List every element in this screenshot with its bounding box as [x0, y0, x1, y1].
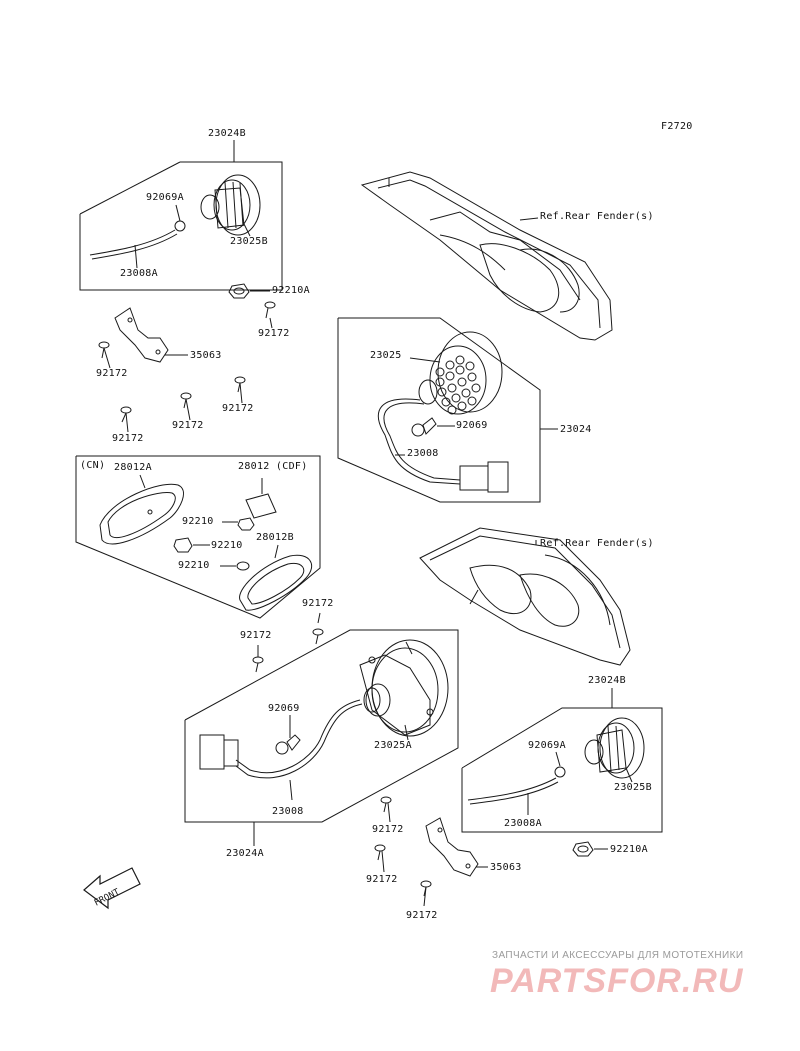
lamp-socket-23025B-low — [584, 717, 645, 783]
rear-fender-upper — [360, 171, 613, 341]
label-23025B-top: 23025B — [230, 236, 268, 247]
lamp-socket-23025 — [409, 331, 503, 415]
screw-92172-g — [252, 645, 264, 673]
label-28012A: 28012A — [114, 462, 152, 473]
label-28012B: 28012B — [256, 532, 294, 543]
box-license-lamp — [75, 455, 321, 619]
bracket-35063-top — [114, 307, 188, 363]
label-92172-e: 92172 — [222, 403, 254, 414]
label-23024B-top: 23024B — [208, 128, 246, 139]
nut-92210A-low — [572, 841, 608, 857]
lens-28012A — [99, 474, 184, 545]
screw-92172-h — [380, 796, 392, 823]
label-23024A: 23024A — [226, 848, 264, 859]
bulb-92069-low — [275, 715, 301, 755]
lens-28012B — [239, 544, 312, 611]
label-92210A-low: 92210A — [610, 844, 648, 855]
box-23024 — [337, 317, 558, 503]
nut-92210-2 — [173, 537, 210, 553]
nut-92210A-top — [228, 283, 270, 299]
box-23024B-low — [461, 688, 663, 833]
label-23024B-low: 23024B — [588, 675, 626, 686]
label-92172-g: 92172 — [240, 630, 272, 641]
label-92172-b: 92172 — [96, 368, 128, 379]
label-92172-f: 92172 — [302, 598, 334, 609]
lamp-socket-23025B-top — [200, 174, 261, 237]
screw-92172-e — [234, 376, 246, 404]
label-92210-3: 92210 — [178, 560, 210, 571]
bulb-92069 — [411, 417, 455, 437]
label-92172-i: 92172 — [366, 874, 398, 885]
label-23008A-low: 23008A — [504, 818, 542, 829]
label-92172-h: 92172 — [372, 824, 404, 835]
label-23025A: 23025A — [374, 740, 412, 751]
label-92069: 92069 — [456, 420, 488, 431]
nut-92210-3 — [220, 561, 250, 571]
label-92172-d: 92172 — [172, 420, 204, 431]
label-23008A-top: 23008A — [120, 268, 158, 279]
label-23008-low: 23008 — [272, 806, 304, 817]
screw-92172-a — [264, 301, 276, 329]
plate-28012-cdf — [245, 478, 277, 519]
label-92210A-top: 92210A — [272, 285, 310, 296]
label-92210-1: 92210 — [182, 516, 214, 527]
label-23025B-low: 23025B — [614, 782, 652, 793]
lamp-socket-23025A — [359, 639, 449, 741]
screw-92172-i — [374, 844, 386, 873]
label-92069-low: 92069 — [268, 703, 300, 714]
screw-92172-c — [120, 406, 132, 433]
rear-fender-lower — [419, 527, 631, 666]
label-35063-low: 35063 — [490, 862, 522, 873]
figure-code: F2720 — [661, 121, 693, 132]
label-35063-top: 35063 — [190, 350, 222, 361]
label-cn: (CN) — [80, 460, 106, 471]
nut-92210-1 — [222, 517, 255, 531]
label-23008: 23008 — [407, 448, 439, 459]
bracket-35063-low — [425, 817, 488, 877]
box-23024A — [184, 629, 459, 846]
label-92172-j: 92172 — [406, 910, 438, 921]
label-23025: 23025 — [370, 350, 402, 361]
bulb-92069A-top — [89, 204, 186, 269]
ref-label-upper: Ref.Rear Fender(s) — [540, 211, 654, 222]
ref-label-lower: Ref.Rear Fender(s) — [540, 538, 654, 549]
front-arrow-icon: FRONT — [83, 867, 141, 910]
harness-23008-low — [199, 699, 363, 801]
watermark-logo: PARTSFOR.RU — [490, 962, 744, 1000]
label-92069A-low: 92069A — [528, 740, 566, 751]
screw-92172-j — [420, 880, 432, 907]
label-92172-a: 92172 — [258, 328, 290, 339]
label-92172-c: 92172 — [112, 433, 144, 444]
box-23024B-top — [79, 140, 283, 291]
label-23024: 23024 — [560, 424, 592, 435]
label-92210-2: 92210 — [211, 540, 243, 551]
screw-92172-d — [180, 392, 192, 421]
bulb-92069A-low — [467, 751, 566, 815]
screw-92172-b — [98, 341, 111, 369]
watermark-caption: ЗАПЧАСТИ И АКСЕССУАРЫ ДЛЯ МОТОТЕХНИКИ — [492, 950, 744, 961]
label-28012-cdf: 28012 (CDF) — [238, 461, 308, 472]
label-92069A-top: 92069A — [146, 192, 184, 203]
harness-23008 — [377, 398, 509, 493]
screw-92172-f — [312, 612, 324, 645]
